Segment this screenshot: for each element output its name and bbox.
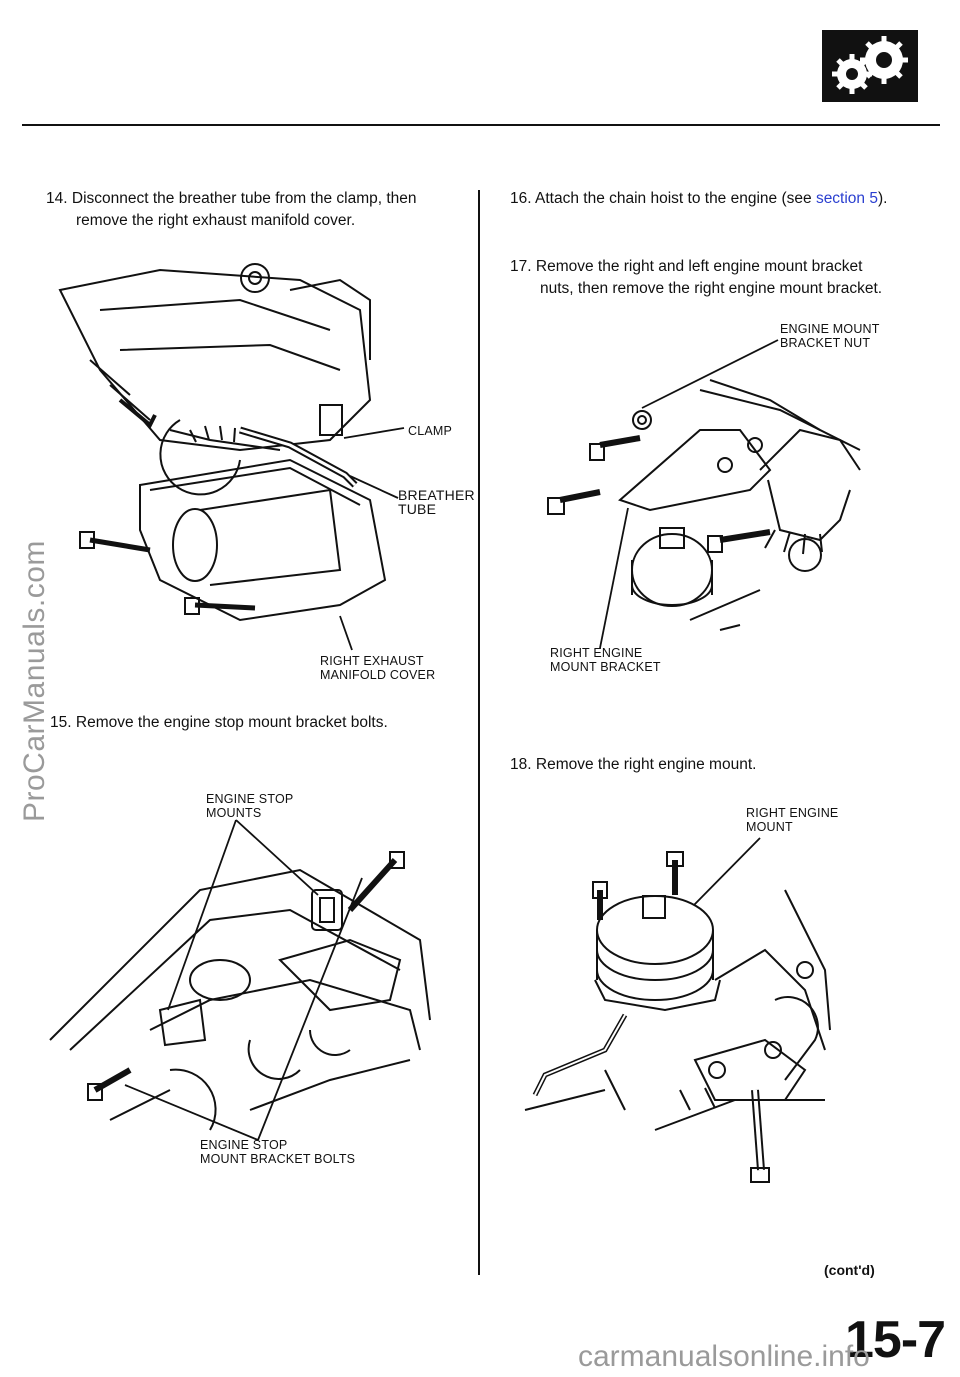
step-number: 16. (510, 190, 532, 207)
step-number: 15. (50, 714, 72, 731)
section-link[interactable]: section 5 (815, 190, 878, 207)
exhaust-manifold-illustration (58, 263, 387, 622)
right-engine-mount-illustration (524, 851, 831, 1183)
step-text: nuts, then remove the right engine mount… (540, 280, 883, 297)
label-engine-mount-bracket-nut: ENGINE MOUNT BRACKET NUT (780, 322, 880, 350)
step-text: Remove the right and left engine mount b… (535, 258, 863, 275)
label-right-engine-mount-bracket: RIGHT ENGINE MOUNT BRACKET (550, 646, 661, 674)
step-text: Remove the engine stop mount bracket bol… (75, 714, 388, 731)
label-engine-stop-mounts: ENGINE STOP MOUNTS (206, 792, 294, 820)
step-17: 17. Remove the right and left engine mou… (510, 256, 930, 300)
label-clamp: CLAMP (408, 424, 453, 438)
step-15: 15. Remove the engine stop mount bracket… (50, 712, 470, 734)
step-16: 16. Attach the chain hoist to the engine… (510, 190, 888, 207)
gears-icon (822, 30, 918, 102)
watermark: ProCarManuals.com (18, 540, 51, 822)
label-right-exhaust-manifold-cover: RIGHT EXHAUST MANIFOLD COVER (320, 654, 436, 682)
engine-mount-bracket-illustration (547, 379, 861, 631)
footer-site-url[interactable]: carmanualsonline.info (578, 1340, 870, 1373)
step-text: Disconnect the breather tube from the cl… (71, 190, 417, 207)
step-text: remove the right exhaust manifold cover. (76, 212, 356, 229)
page-number: 15-7 (845, 1311, 946, 1369)
engine-stop-mount-illustration (49, 851, 431, 1131)
continued-label: (cont'd) (824, 1262, 875, 1278)
step-number: 18. (510, 756, 532, 773)
label-right-engine-mount: RIGHT ENGINE MOUNT (746, 806, 839, 834)
header-rule (22, 124, 940, 126)
step-number: 14. (46, 190, 68, 207)
label-breather-tube: BREATHER TUBE (398, 487, 475, 517)
step-18: 18. Remove the right engine mount. (510, 754, 930, 776)
step-number: 17. (510, 258, 532, 275)
step-14: 14. Disconnect the breather tube from th… (46, 188, 456, 232)
step-text: Attach the chain hoist to the engine (se… (535, 190, 816, 207)
step-text: Remove the right engine mount. (535, 756, 757, 773)
column-divider (478, 190, 480, 1275)
label-engine-stop-mount-bracket-bolts: ENGINE STOP MOUNT BRACKET BOLTS (200, 1138, 356, 1166)
